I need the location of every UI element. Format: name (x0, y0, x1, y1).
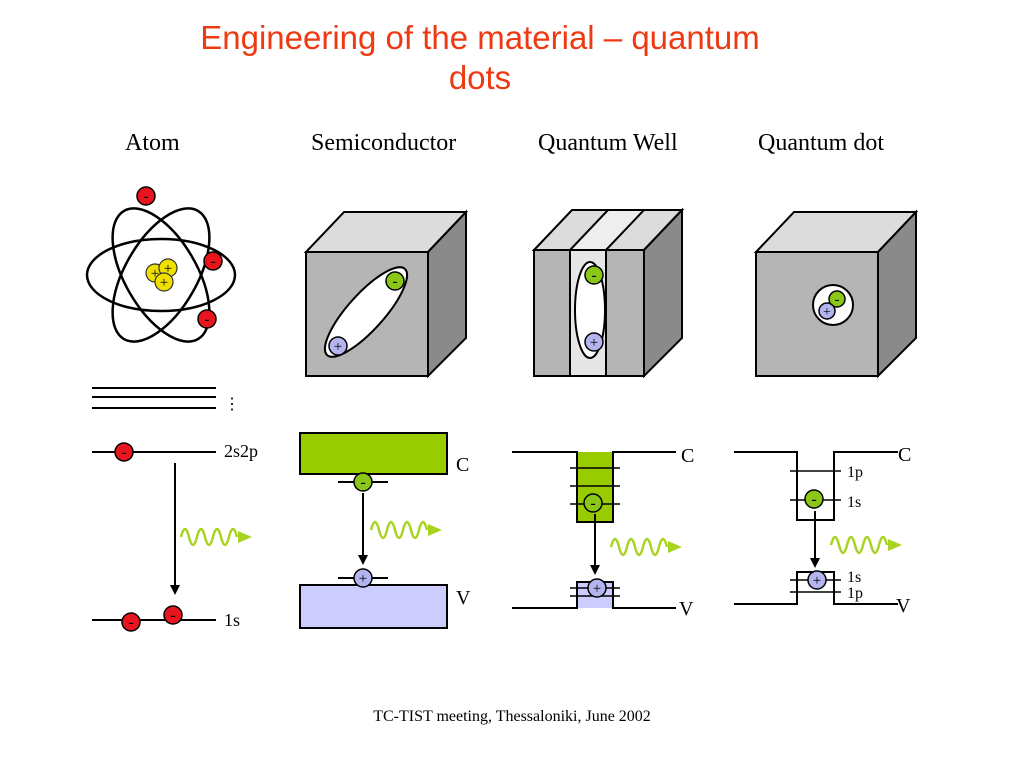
footer-text: TC-TIST meeting, Thessaloniki, June 2002 (373, 708, 651, 725)
svg-text:+: + (334, 339, 342, 355)
svg-text:-: - (360, 474, 365, 491)
svg-text:-: - (128, 614, 133, 631)
nucleus: + + + (145, 258, 178, 292)
conduction-band (299, 432, 448, 475)
electron: - (828, 290, 846, 308)
quantum-well-heading: Quantum Well (538, 130, 678, 156)
photon-wave (829, 535, 902, 555)
valence-band-label: V (456, 587, 471, 609)
hole: + (353, 568, 373, 588)
quantum-dot-heading: Quantum dot (758, 130, 884, 156)
electron: - (203, 251, 223, 271)
level-1s-label: 1s (224, 610, 240, 630)
electron: - (197, 309, 217, 329)
svg-text:+: + (813, 573, 821, 589)
proton-sign: + (160, 275, 168, 291)
photon-wave (179, 527, 252, 547)
svg-text:-: - (170, 607, 175, 624)
atom-heading: Atom (125, 130, 180, 156)
level-1s-label: 1s (847, 569, 861, 586)
svg-text:-: - (204, 311, 209, 328)
orbit-horizontal (85, 237, 237, 313)
semiconductor-bands: C V - + (299, 432, 471, 629)
title-line-2: dots (448, 59, 512, 96)
svg-text:-: - (835, 292, 840, 308)
level-1p-label: 1p (847, 585, 863, 602)
title-line-1: Engineering of the material – quantum (200, 19, 760, 56)
atom-energy-levels: ⋮ 2s2p 1s - - - (92, 387, 258, 632)
svg-text:-: - (392, 273, 397, 290)
svg-text:-: - (210, 253, 215, 270)
conduction-band-edge (734, 451, 898, 521)
conduction-band-label: C (681, 445, 694, 467)
slide-title: Engineering of the material – quantum do… (60, 18, 900, 98)
atom-model: + + + - - - (85, 186, 237, 343)
svg-text:-: - (590, 495, 595, 512)
orbit-tilted-right (111, 207, 211, 343)
electron: - (385, 271, 405, 291)
more-levels-ellipsis: ⋮ (224, 396, 240, 413)
semiconductor-heading: Semiconductor (311, 130, 457, 156)
quantum-well-bands: C V - + (512, 445, 694, 620)
electron: - (583, 493, 603, 513)
hole: + (807, 570, 827, 590)
semiconductor-cube: - + (303, 209, 469, 379)
hole: + (818, 302, 836, 320)
hole: + (584, 332, 604, 352)
level-1s-label: 1s (847, 494, 861, 511)
hole: + (587, 578, 607, 598)
level-1p-label: 1p (847, 464, 863, 481)
electron: - (136, 186, 156, 206)
quantum-dot-cube: - + (753, 209, 919, 379)
photon-wave (609, 537, 682, 557)
electron: - (121, 612, 141, 632)
electron: - (804, 489, 824, 509)
svg-text:+: + (593, 581, 601, 597)
svg-text:-: - (591, 267, 596, 284)
electron: - (584, 265, 604, 285)
proton-sign: + (151, 266, 159, 282)
photon-wave (369, 520, 442, 540)
conduction-band-label: C (456, 454, 469, 476)
svg-text:+: + (823, 305, 831, 320)
hole: + (328, 336, 348, 356)
valence-band-label: V (679, 598, 694, 620)
exciton-ellipse (323, 266, 409, 358)
svg-text:+: + (359, 571, 367, 587)
valence-band-label: V (896, 595, 911, 617)
svg-text:-: - (121, 444, 126, 461)
electron: - (353, 472, 373, 492)
proton-sign: + (164, 261, 172, 277)
level-2s2p-label: 2s2p (224, 441, 258, 461)
valence-band (299, 584, 448, 629)
electron: - (114, 442, 134, 462)
quantum-well-cube: - + (531, 207, 685, 379)
orbit-tilted-left (111, 207, 211, 343)
electron: - (163, 605, 183, 625)
conduction-band-label: C (898, 444, 911, 466)
quantum-dot-levels: C V 1p 1s 1s 1p - + (734, 444, 911, 617)
svg-text:-: - (811, 491, 816, 508)
svg-text:+: + (590, 335, 598, 351)
svg-text:-: - (143, 188, 148, 205)
